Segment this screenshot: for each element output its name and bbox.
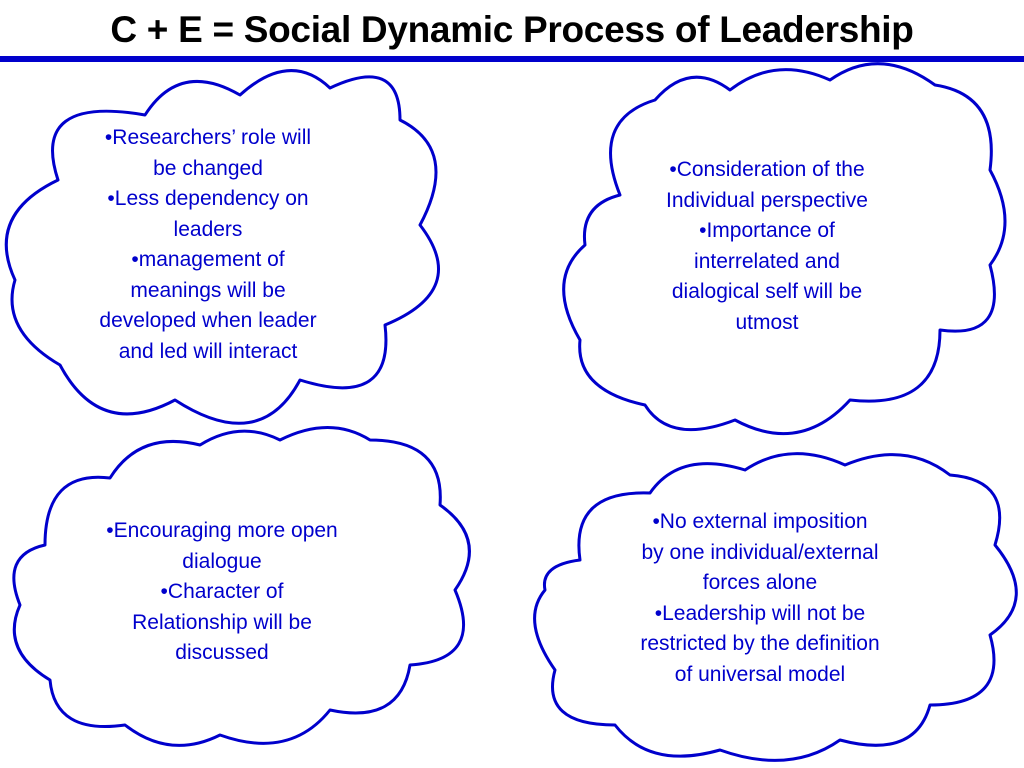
cloud-1-line: •Researchers’ role will [104,126,312,149]
cloud-3-line: Relationship will be [132,610,312,634]
cloud-1-line: •Less dependency on [107,187,309,210]
cloud-1-text: •Researchers’ role will be changed •Less… [58,123,358,367]
cloud-1-line: meanings will be [130,278,286,302]
cloud-3-line: •Character of [160,580,284,603]
cloud-3-line: •Encouraging more open [106,519,338,542]
cloud-1-line: developed when leader [99,309,317,332]
cloud-4-line: restricted by the definition [640,632,880,655]
cloud-4-line: by one individual/external [641,540,879,564]
cloud-1-line: •management of [131,248,285,271]
cloud-shape-1 [4,69,440,425]
cloud-2-line: •Consideration of the [669,158,865,181]
cloud-3-text: •Encouraging more open dialogue •Charact… [72,516,372,669]
cloud-2-line: Individual perspective [666,188,868,212]
cloud-2-line: interrelated and [694,249,840,273]
cloud-4-line: of universal model [674,662,846,686]
cloud-2-text: •Consideration of the Individual perspec… [617,155,917,338]
cloud-2-line: utmost [735,310,799,334]
cloud-3-line: dialogue [182,549,262,573]
cloud-1-line: leaders [173,217,243,241]
cloud-4-line: •No external imposition [652,510,868,533]
cloud-shape-3 [12,426,471,747]
slide-title: C + E = Social Dynamic Process of Leader… [110,9,914,50]
cloud-1-line: be changed [153,156,263,180]
cloud-2-line: dialogical self will be [671,280,863,303]
cloud-shape-4 [533,452,1018,762]
cloud-1-line: and led will interact [118,339,298,363]
cloud-3-line: discussed [175,641,269,664]
cloud-4-line: •Leadership will not be [654,601,866,625]
cloud-shape-2 [562,62,1007,436]
title-underline [0,56,1024,62]
cloud-2-line: •Importance of [699,219,835,242]
cloud-4-line: forces alone [702,571,818,594]
cloud-4-text: •No external imposition by one individua… [595,507,925,690]
